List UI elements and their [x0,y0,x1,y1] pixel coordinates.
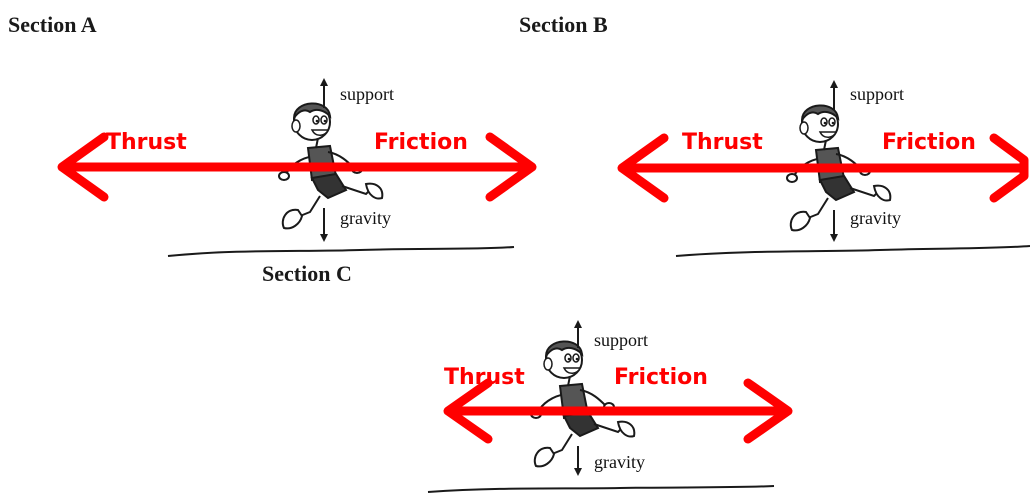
runner-c [530,340,636,468]
support-label-c: support [594,330,648,350]
friction-label-c: Friction [614,365,708,390]
friction-label-a: Friction [374,130,468,155]
ground-line-c [427,485,775,493]
section-c-title: Section C [262,261,352,286]
support-label-a: support [340,84,394,104]
section-b-title: Section B [519,12,608,37]
section-c-diagram [427,320,793,493]
friction-label-b: Friction [882,130,976,155]
thrust-label-a: Thrust [106,130,187,155]
support-label-b: support [850,84,904,104]
section-a-diagram [57,78,537,257]
ground-line-a [167,246,515,257]
gravity-label-c: gravity [594,452,645,472]
ground-line-b [675,245,1030,257]
section-b-diagram [617,80,1030,257]
thrust-label-c: Thrust [444,365,525,390]
gravity-label-a: gravity [340,208,391,228]
gravity-label-b: gravity [850,208,901,228]
thrust-label-b: Thrust [682,130,763,155]
section-a-title: Section A [8,12,97,37]
